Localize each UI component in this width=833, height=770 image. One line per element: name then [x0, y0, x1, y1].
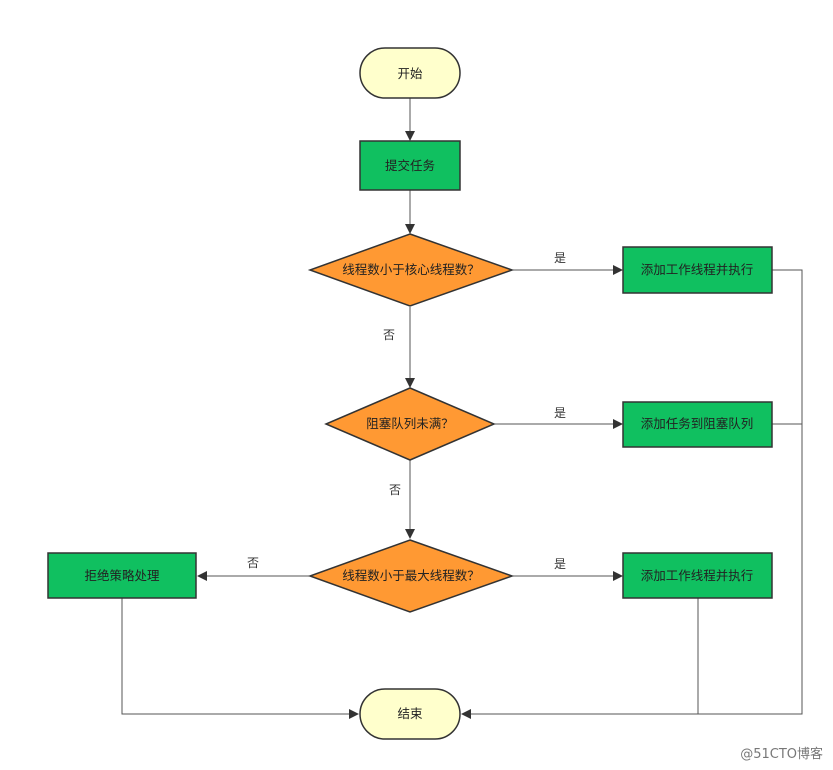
decision-core-threads: 线程数小于核心线程数？: [307, 233, 515, 307]
connectors: [121, 98, 803, 719]
decision-max-threads: 线程数小于最大线程数？: [307, 539, 515, 613]
add-worker-label-1: 添加工作线程并执行: [641, 262, 754, 277]
end-label: 结束: [397, 706, 423, 721]
submit-task-label: 提交任务: [385, 158, 435, 173]
label-queue-no: 否: [389, 483, 401, 497]
label-max-yes: 是: [554, 557, 566, 571]
label-core-yes: 是: [554, 251, 566, 265]
label-core-no: 否: [383, 328, 395, 342]
add-worker-node-1: 添加工作线程并执行: [622, 246, 773, 294]
label-max-no: 否: [247, 556, 259, 570]
add-to-queue-label: 添加任务到阻塞队列: [641, 416, 754, 431]
start-node: 开始: [359, 47, 461, 99]
edge-reject-end: [121, 598, 359, 719]
watermark: @51CTO博客: [740, 747, 823, 762]
add-worker-node-2: 添加工作线程并执行: [622, 552, 773, 599]
add-to-queue-node: 添加任务到阻塞队列: [622, 401, 773, 448]
reject-policy-node: 拒绝策略处理: [47, 552, 197, 599]
decision-max-label: 线程数小于最大线程数？: [342, 568, 480, 583]
end-node: 结束: [359, 688, 461, 740]
add-worker-label-2: 添加工作线程并执行: [641, 568, 754, 583]
decision-core-label: 线程数小于核心线程数？: [342, 262, 480, 277]
start-label: 开始: [397, 66, 423, 81]
decision-queue-label: 阻塞队列未满？: [366, 416, 454, 431]
decision-queue: 阻塞队列未满？: [324, 387, 496, 461]
submit-task-node: 提交任务: [359, 140, 461, 191]
label-queue-yes: 是: [554, 406, 566, 420]
edge-addworker1-end: [461, 269, 803, 719]
reject-policy-label: 拒绝策略处理: [84, 568, 160, 583]
